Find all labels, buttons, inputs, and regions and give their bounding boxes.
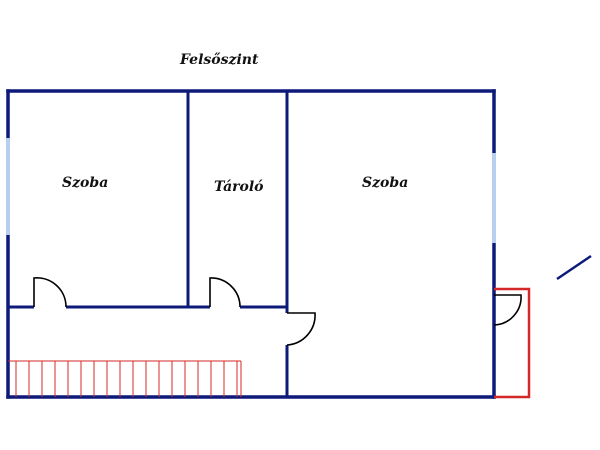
room-label-storage: Tároló (214, 179, 264, 195)
interior-walls (8, 91, 289, 397)
north-arrow-icon (556, 254, 592, 281)
staircase (8, 360, 242, 397)
door-storage (209, 277, 241, 308)
door-balcony (493, 294, 522, 326)
door-room1 (33, 277, 67, 308)
room-label-bedroom-right: Szoba (362, 175, 409, 191)
outer-walls (6, 89, 496, 399)
balcony-outline (494, 287, 531, 399)
door-room2 (286, 312, 316, 346)
floor-title: Felsőszint (180, 52, 259, 68)
doors (33, 277, 522, 346)
room-label-bedroom-left: Szoba (62, 175, 109, 191)
